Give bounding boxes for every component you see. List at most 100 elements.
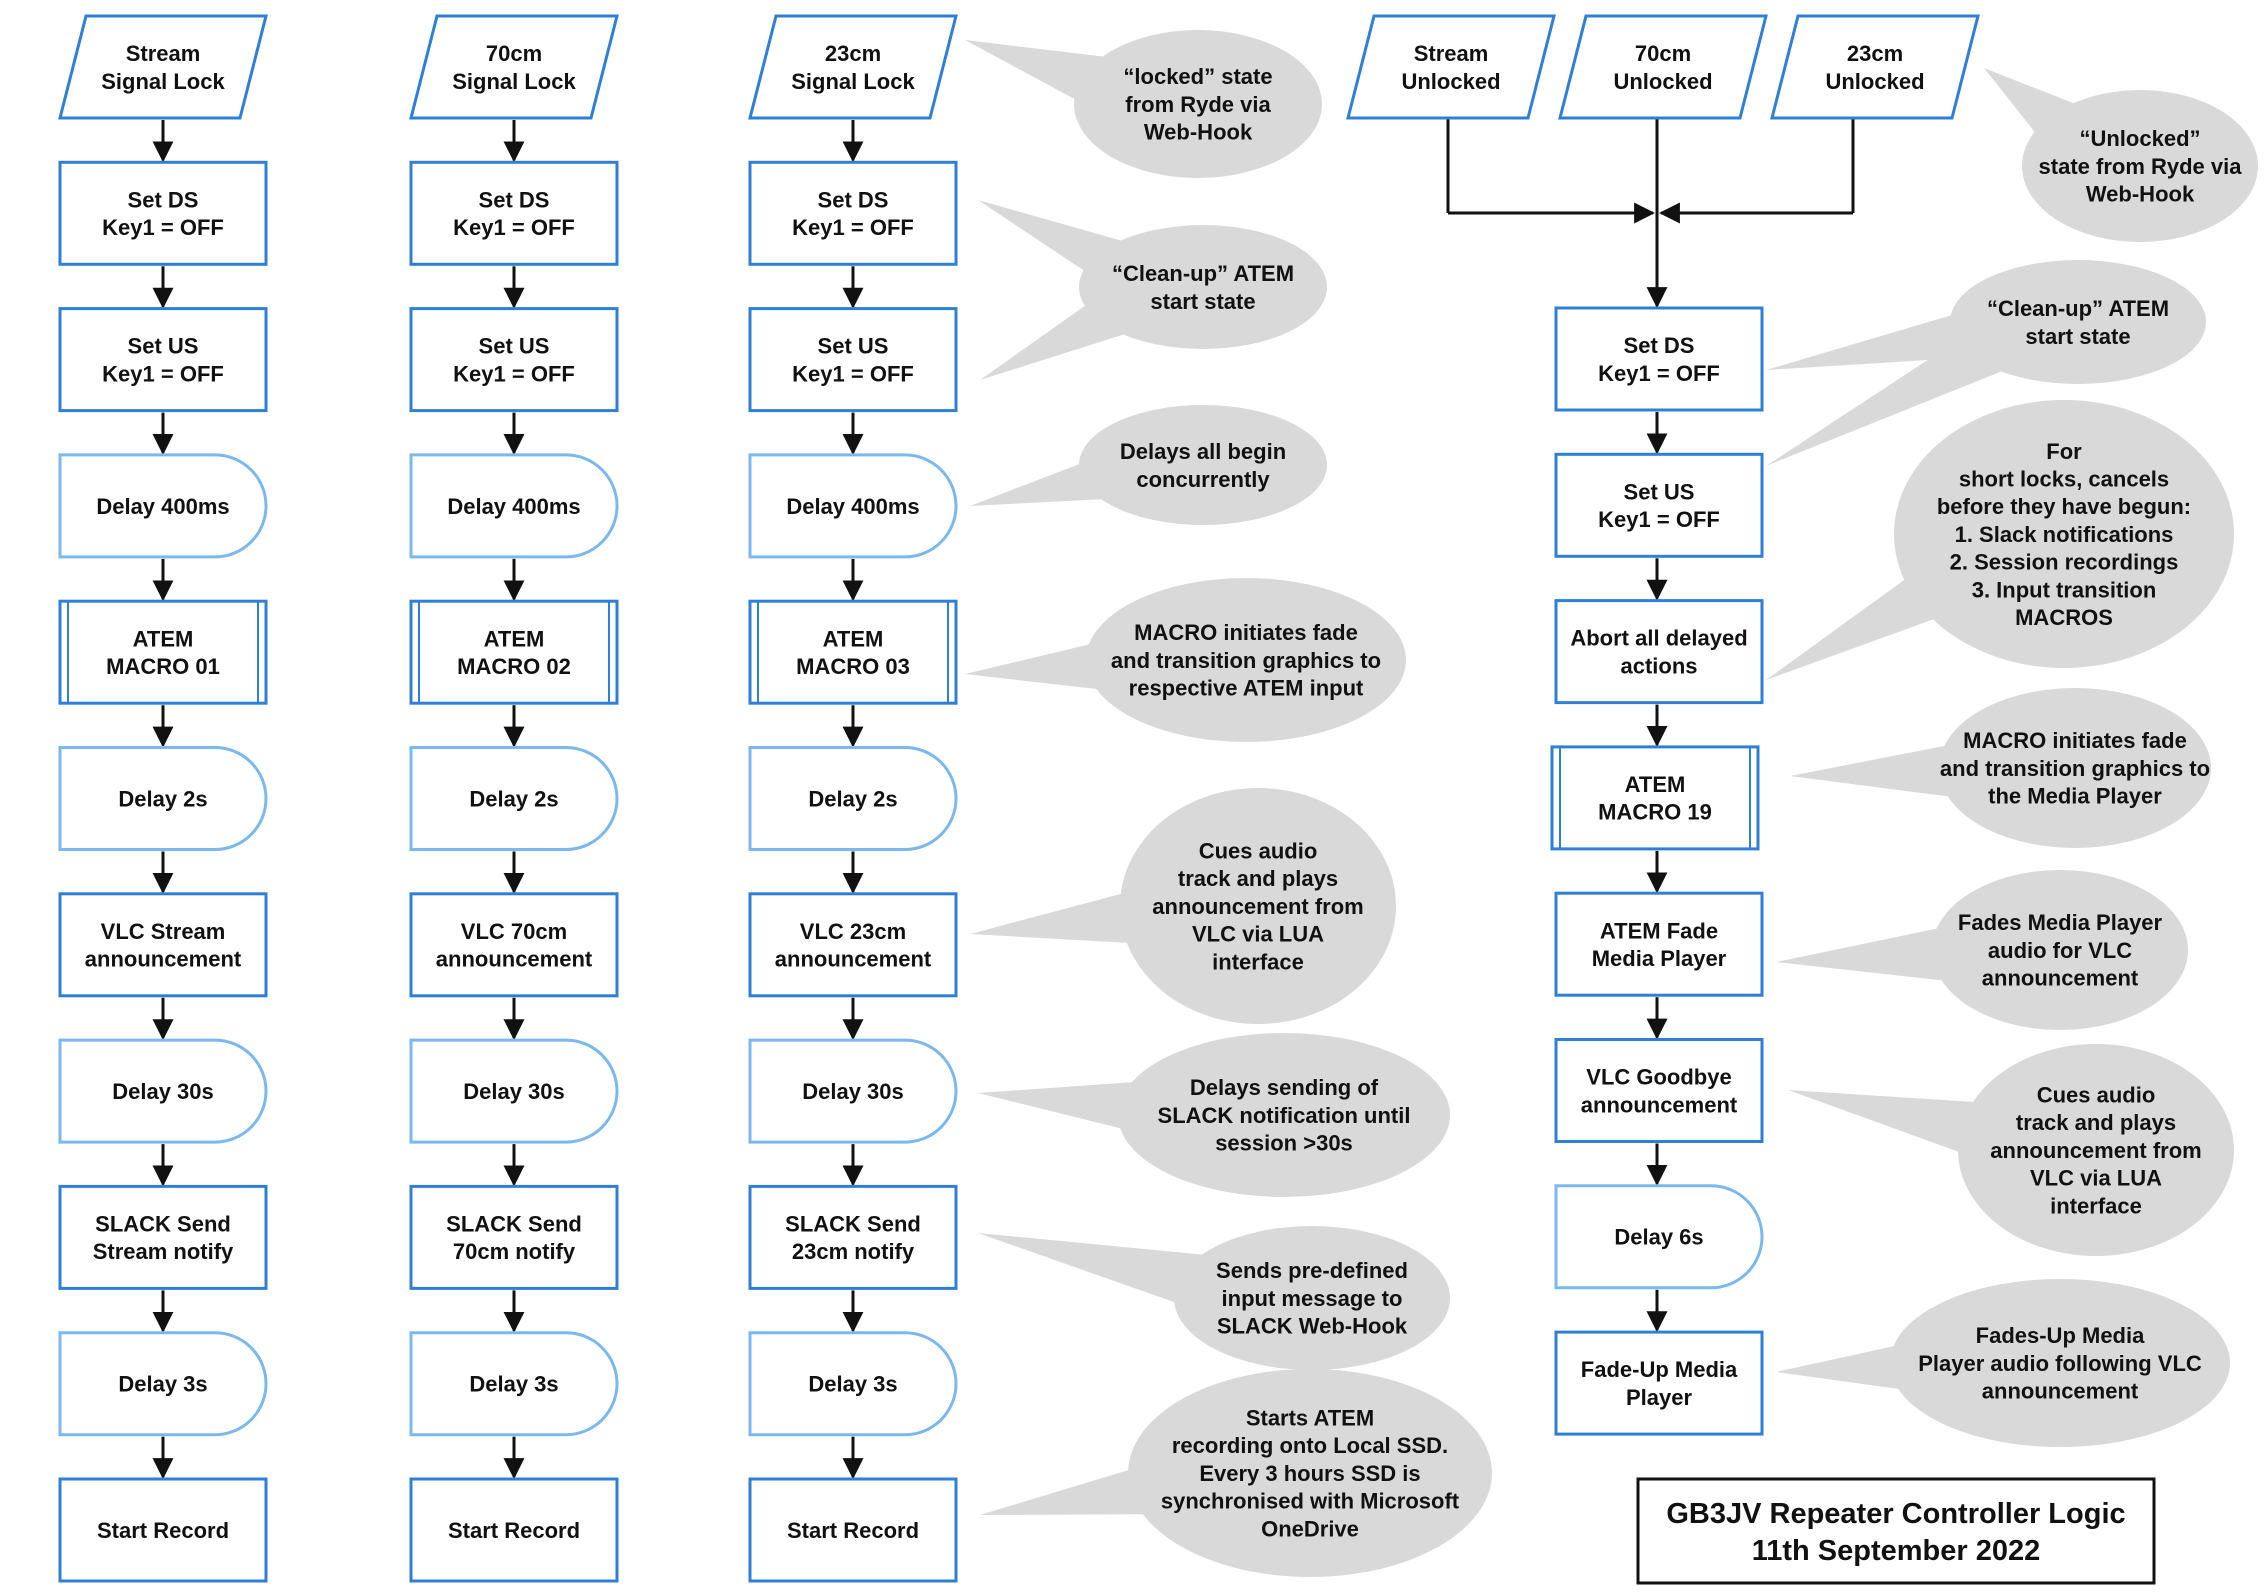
callout-bubble (1890, 1279, 2230, 1447)
process-shape (748, 1477, 958, 1583)
label-line: announcement (1581, 1092, 1738, 1117)
col-70cm-subroutine-atem-macro-02: ATEM MACRO 02 (409, 599, 619, 705)
label-line: “Clean-up” ATEM (1112, 261, 1294, 286)
label-line: MACRO 02 (457, 654, 571, 679)
label-line: MACRO initiates fade (1963, 728, 2187, 753)
label-line: Delay 3s (808, 1372, 897, 1397)
label-line: concurrently (1136, 467, 1270, 492)
label-line: Key1 = OFF (102, 361, 224, 386)
title-frame (1636, 1477, 2156, 1585)
label-line: Every 3 hours SSD is (1199, 1461, 1420, 1486)
label-line: VLC via LUA (2030, 1166, 2162, 1191)
label-line: Unlocked (1825, 69, 1924, 94)
delay-shape (1554, 1184, 1764, 1290)
col-23cm-delay-delay-400ms: Delay 400ms (748, 453, 958, 559)
label-line: Start Record (448, 1518, 580, 1543)
input-shape (409, 14, 619, 120)
process-shape (748, 160, 958, 266)
label-line: announcement from (1990, 1138, 2201, 1163)
label-line: 70cm notify (453, 1239, 576, 1264)
label-line: ATEM (1625, 772, 1686, 797)
col-23cm-delay-delay-2s: Delay 2s (748, 746, 958, 851)
callout-bubble (1932, 870, 2188, 1030)
label-line: Set US (479, 334, 550, 359)
connector-layer (152, 118, 1855, 1480)
label-line: Set DS (128, 187, 199, 212)
process-shape (58, 892, 268, 998)
col-stream-delay-delay-30s: Delay 30s (58, 1038, 268, 1144)
label-line: VLC 23cm (800, 919, 906, 944)
label-line: from Ryde via (1125, 92, 1271, 117)
label-line: Set DS (1624, 333, 1695, 358)
label-line: OneDrive (1261, 1516, 1359, 1541)
col-23cm-process-start-record: Start Record (748, 1477, 958, 1583)
label-line: announcement from (1152, 894, 1363, 919)
label-line: Delay 30s (112, 1079, 214, 1104)
label-line: Set US (818, 334, 889, 359)
delay-shape (748, 1038, 958, 1144)
label-line: track and plays (2016, 1110, 2176, 1135)
label-line: start state (1150, 289, 1255, 314)
label-line: announcement (775, 947, 932, 972)
delay-shape (748, 1331, 958, 1437)
label-line: state from Ryde via (2039, 154, 2243, 179)
col-23cm-process-vlc-23cm-announcement: VLC 23cm announcement (748, 892, 958, 998)
process-shape (58, 160, 268, 266)
label-line: announcement (85, 947, 242, 972)
process-shape (1554, 1038, 1764, 1143)
process-shape (409, 307, 619, 413)
delay-shape (748, 453, 958, 559)
subroutine-shape (748, 599, 958, 705)
process-shape (748, 1184, 958, 1290)
process-shape (409, 1477, 619, 1583)
label-line: Delays all begin (1120, 439, 1286, 464)
col-stream-delay-delay-3s: Delay 3s (58, 1331, 268, 1437)
label-line: “Clean-up” ATEM (1987, 296, 2169, 321)
title-block: GB3JV Repeater Controller Logic 11th Sep… (1636, 1477, 2156, 1585)
label-line: actions (1620, 653, 1697, 678)
label-line: ATEM Fade (1600, 918, 1718, 943)
label-line: Fades-Up Media (1976, 1323, 2145, 1348)
label-line: ATEM (133, 626, 194, 651)
process-shape (58, 1184, 268, 1290)
delay-shape (58, 1038, 268, 1144)
label-line: 23cm (825, 41, 881, 66)
label-line: Delays sending of (1190, 1075, 1379, 1100)
label-line: SLACK Send (785, 1211, 921, 1236)
label-line: ATEM (823, 626, 884, 651)
label-line: For (2046, 439, 2082, 464)
label-line: 23cm notify (792, 1239, 915, 1264)
col-23cm-delay-delay-30s: Delay 30s (748, 1038, 958, 1144)
label-line: ATEM (484, 626, 545, 651)
label-line: VLC via LUA (1192, 922, 1324, 947)
label-line: Fade-Up Media (1581, 1357, 1738, 1382)
label-line: announcement (1982, 1379, 2139, 1404)
label-line: Delay 400ms (96, 494, 229, 519)
label-line: MACRO 01 (106, 654, 220, 679)
process-shape (1554, 306, 1764, 412)
col-23cm-delay-delay-3s: Delay 3s (748, 1331, 958, 1437)
label-line: Start Record (787, 1518, 919, 1543)
callout-bubble (1118, 1033, 1450, 1197)
label-line: Delay 400ms (786, 494, 919, 519)
process-shape (58, 1477, 268, 1583)
label-line: Cues audio (1199, 838, 1318, 863)
process-shape (1554, 891, 1764, 997)
label-line: Stream notify (93, 1239, 234, 1264)
title-line-2: 11th September 2022 (1752, 1535, 2041, 1567)
callout-bubble (1079, 405, 1327, 525)
label-line: Media Player (1592, 946, 1727, 971)
label-line: Web-Hook (2086, 182, 2195, 207)
